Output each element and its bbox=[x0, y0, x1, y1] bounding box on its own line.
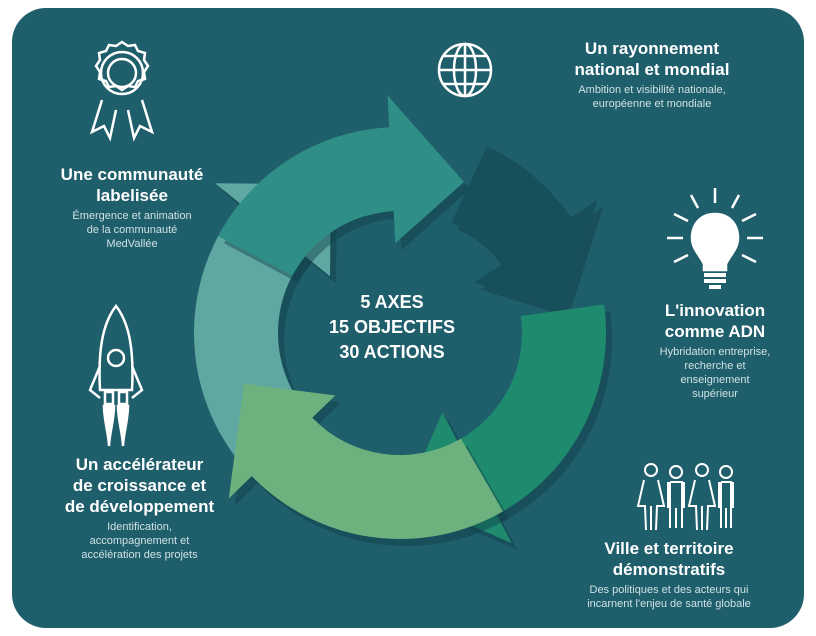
globe-icon bbox=[437, 42, 493, 98]
axis-description: Hybridation entreprise, recherche et ens… bbox=[659, 346, 771, 400]
center-summary: 5 AXES 15 OBJECTIFS 30 ACTIONS bbox=[292, 290, 492, 365]
diagram-card: 5 AXES 15 OBJECTIFS 30 ACTIONS Un rayonn… bbox=[12, 8, 804, 628]
axis-description: Des politiques et des acteurs qui incarn… bbox=[587, 584, 751, 610]
axis-ville-territoire: Ville et territoire démonstratifs Des po… bbox=[544, 538, 794, 611]
axis-title: Une communauté labelisée bbox=[60, 165, 204, 205]
axis-description: Émergence et animation de la communauté … bbox=[72, 210, 192, 250]
cycle-diagram bbox=[88, 40, 763, 551]
award-badge-icon bbox=[89, 40, 155, 142]
people-icon bbox=[636, 463, 734, 531]
axis-title: Ville et territoire démonstratifs bbox=[604, 539, 734, 579]
cycle-arrows bbox=[194, 95, 612, 551]
lightbulb-icon bbox=[667, 188, 763, 289]
axis-rayonnement: Un rayonnement national et mondial Ambit… bbox=[532, 38, 772, 111]
rocket-icon bbox=[88, 303, 144, 447]
arrow-segment-3 bbox=[228, 383, 504, 539]
center-objectives-count: 15 OBJECTIFS bbox=[328, 317, 456, 337]
axis-title: Un rayonnement national et mondial bbox=[574, 39, 730, 79]
arrow-segment-1 bbox=[451, 146, 598, 311]
axis-title: Un accélérateur de croissance et de déve… bbox=[64, 455, 215, 516]
axis-communaute: Une communauté labelisée Émergence et an… bbox=[32, 164, 232, 251]
center-actions-count: 30 ACTIONS bbox=[339, 342, 445, 362]
arrow-segment-5 bbox=[218, 95, 465, 276]
axis-accelerateur: Un accélérateur de croissance et de déve… bbox=[32, 454, 247, 562]
axis-description: Ambition et visibilité nationale, europé… bbox=[578, 84, 726, 110]
axis-title: L'innovation comme ADN bbox=[664, 301, 766, 341]
center-axes-count: 5 AXES bbox=[360, 292, 424, 312]
axis-innovation: L'innovation comme ADN Hybridation entre… bbox=[630, 300, 800, 401]
axis-description: Identification, accompagnement et accélé… bbox=[81, 521, 198, 561]
